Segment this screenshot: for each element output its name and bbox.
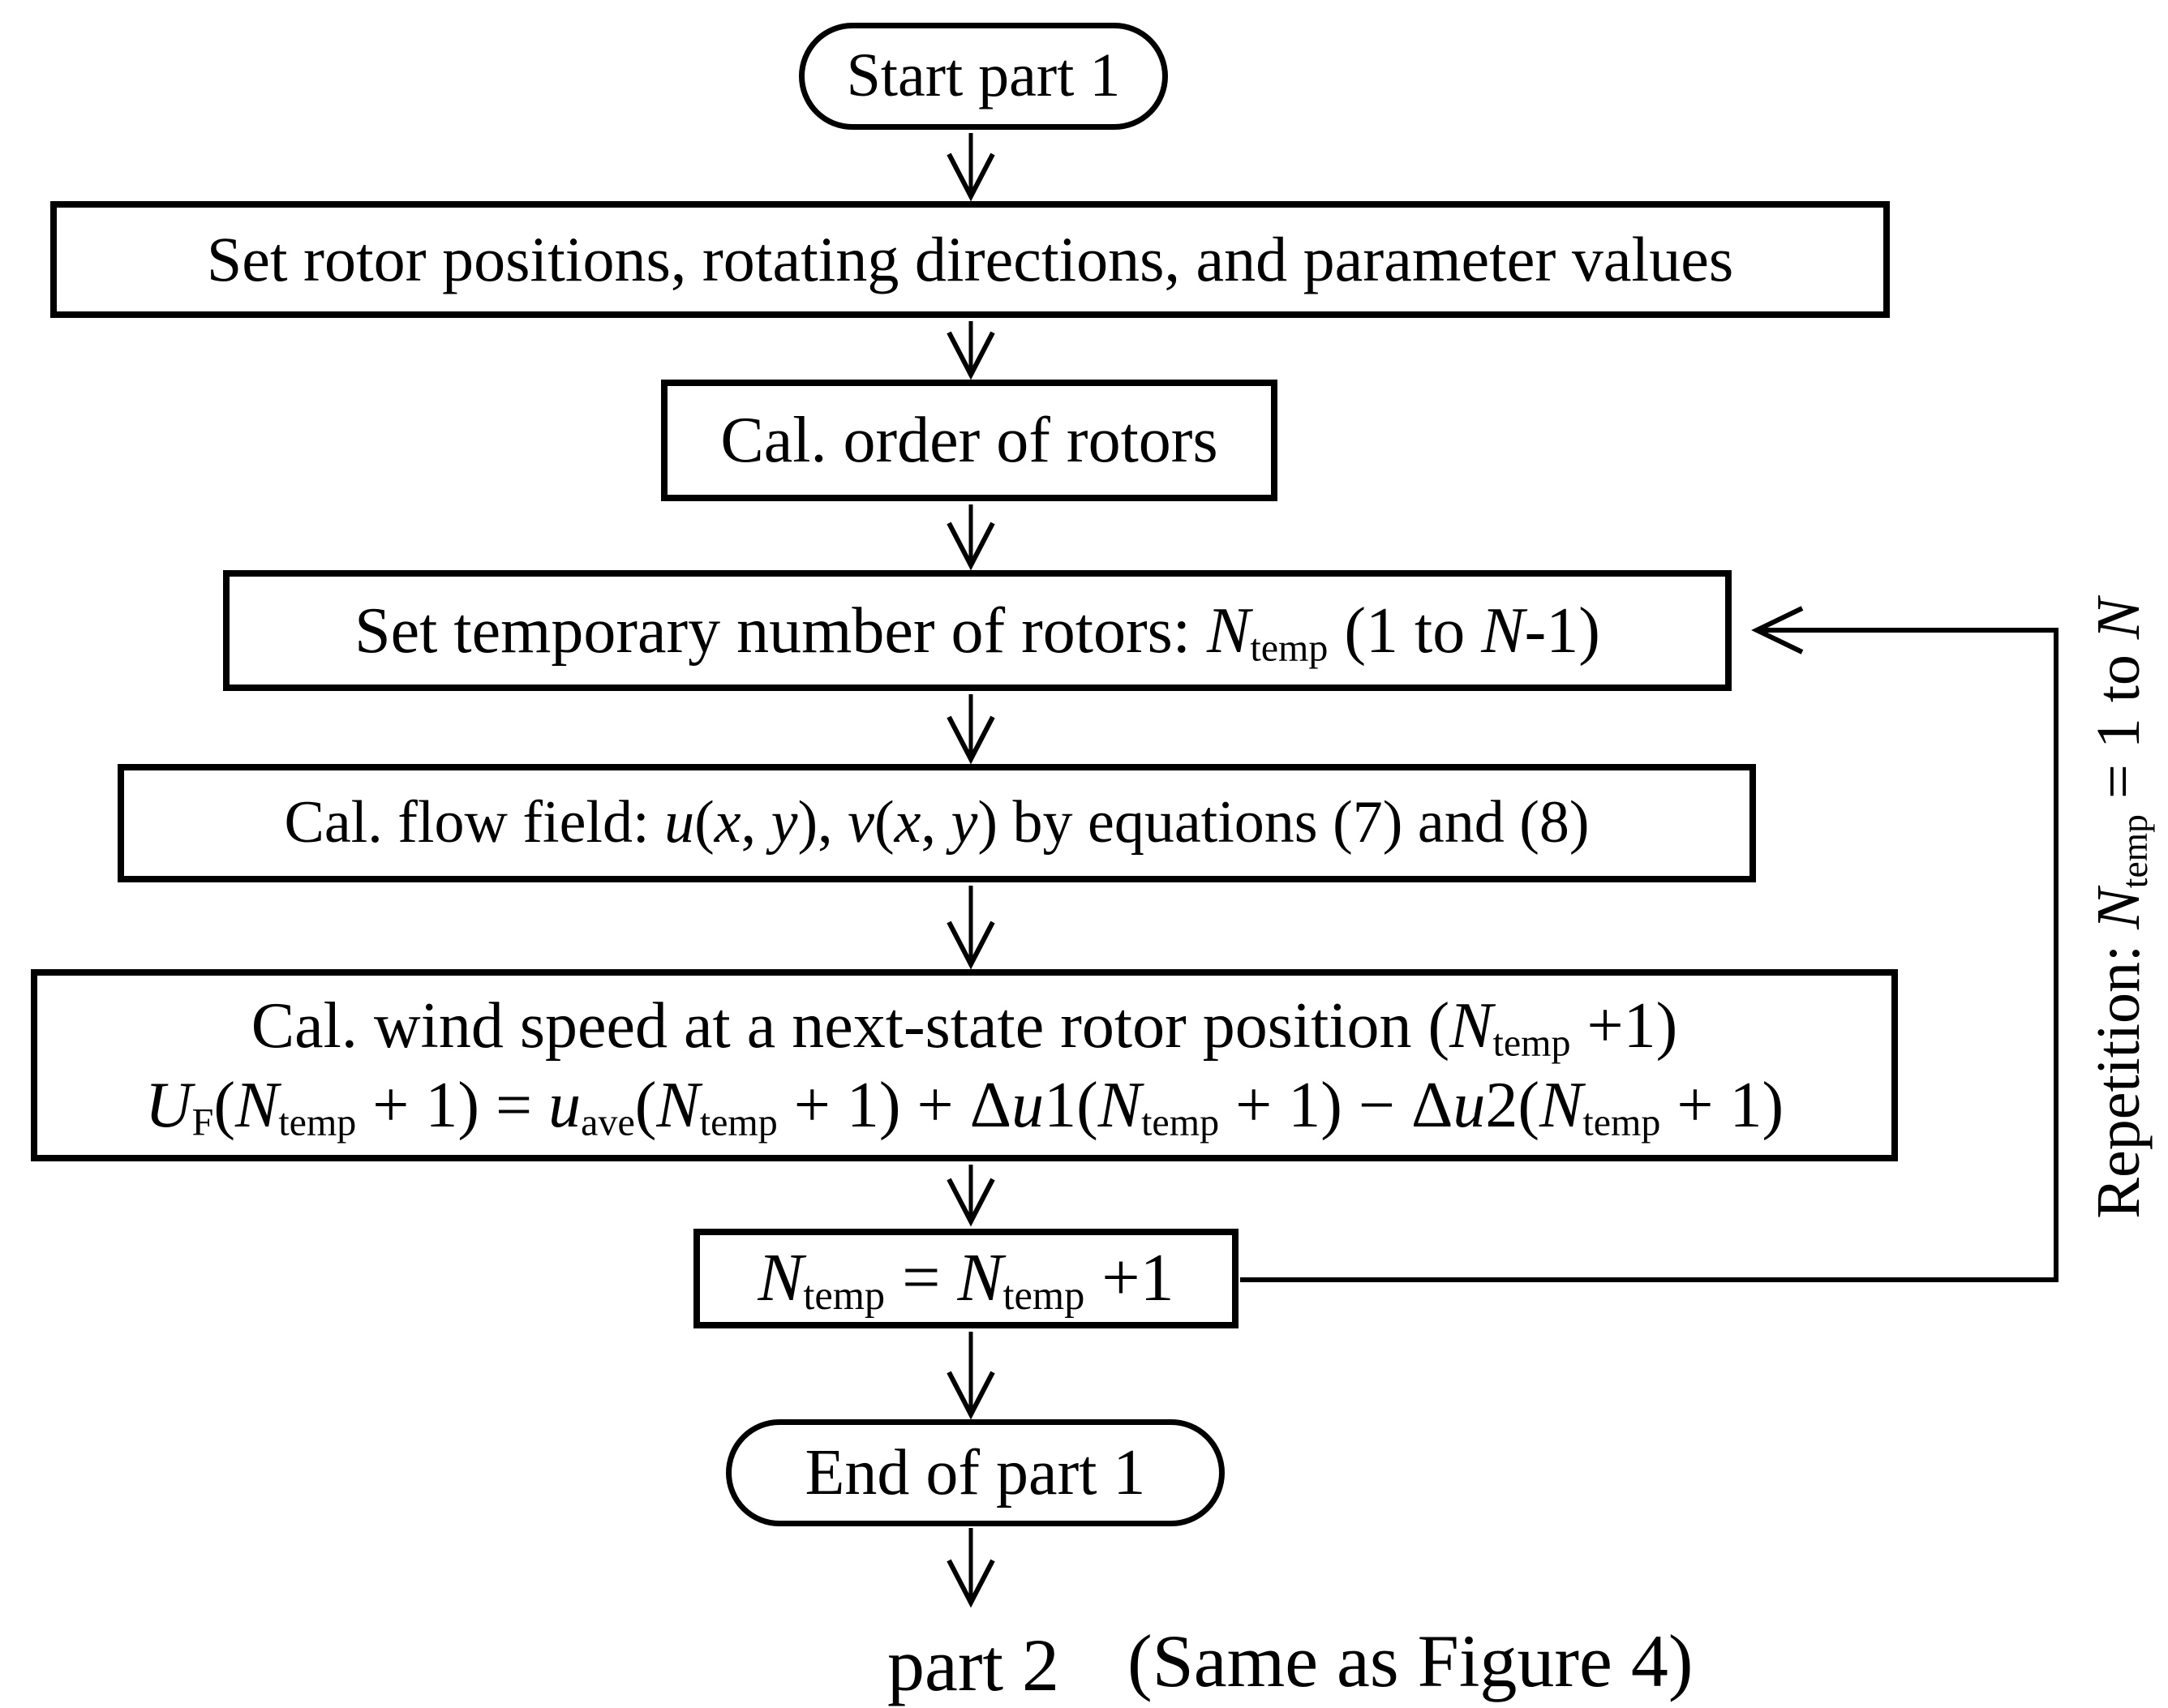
step-cal-flow-field: Cal. flow field: u(x, y), v(x, y) by equ… xyxy=(118,764,1756,882)
same-as-figure4-label: (Same as Figure 4) xyxy=(1127,1620,1694,1702)
step-cal-order-of-rotors: Cal. order of rotors xyxy=(661,380,1277,501)
cal-wind-title: Cal. wind speed at a next-state rotor po… xyxy=(251,989,1678,1065)
cal-flow-label: Cal. flow field: u(x, y), v(x, y) by equ… xyxy=(284,789,1590,856)
arrowhead-start-to-set-rotor xyxy=(947,152,995,202)
repetition-loop-label: Repetition: Ntemp = 1 to N xyxy=(2074,543,2163,1273)
arrowhead-set-temp-to-cal-flow xyxy=(947,715,995,765)
set-rotor-label: Set rotor positions, rotating directions… xyxy=(206,224,1734,295)
step-cal-wind-speed: Cal. wind speed at a next-state rotor po… xyxy=(31,969,1898,1161)
start-terminator: Start part 1 xyxy=(799,23,1168,130)
arrowhead-loop-into-set-temp xyxy=(1751,606,1804,654)
part2-label: part 2 xyxy=(887,1624,1060,1706)
repetition-loop-text: Repetition: Ntemp = 1 to N xyxy=(2084,598,2155,1219)
step-set-temp-number: Set temporary number of rotors: Ntemp (1… xyxy=(223,570,1732,691)
step-set-rotor-positions: Set rotor positions, rotating directions… xyxy=(50,201,1890,318)
arrowhead-end-to-part2 xyxy=(947,1559,995,1608)
arrowhead-cal-flow-to-cal-wind xyxy=(947,921,995,970)
increment-label: Ntemp = Ntemp +1 xyxy=(758,1240,1174,1319)
loop-line-repetition xyxy=(1240,628,2059,1282)
arrowhead-set-rotor-to-cal-order xyxy=(947,331,995,380)
arrowhead-increment-to-end xyxy=(947,1371,995,1420)
cal-wind-equation: UF(Ntemp + 1) = uave(Ntemp + 1) + Δu1(Nt… xyxy=(144,1069,1784,1144)
end-label: End of part 1 xyxy=(805,1437,1146,1508)
start-label: Start part 1 xyxy=(846,41,1121,110)
set-temp-label: Set temporary number of rotors: Ntemp (1… xyxy=(354,594,1600,670)
end-terminator: End of part 1 xyxy=(726,1419,1225,1526)
cal-order-label: Cal. order of rotors xyxy=(720,405,1218,476)
arrowhead-cal-wind-to-increment xyxy=(947,1178,995,1227)
arrowhead-cal-order-to-set-temp xyxy=(947,521,995,571)
step-increment-ntemp: Ntemp = Ntemp +1 xyxy=(693,1229,1239,1328)
